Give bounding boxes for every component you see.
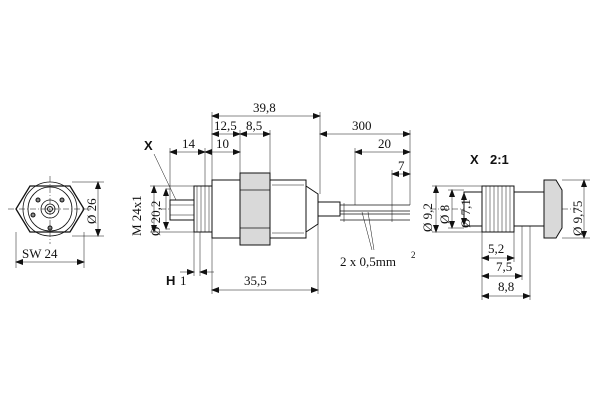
- detail-title-scale: 2:1: [490, 152, 509, 167]
- thread-section: [193, 185, 213, 233]
- side-view: 39,8 12,5 8,5 14 10 300 20 7 M 24x1 Ø 20…: [129, 100, 416, 294]
- detail-shoulder: [543, 179, 563, 239]
- dim-detail-dia-8: Ø 8: [437, 205, 452, 224]
- dim-detail-7-5: 7,5: [496, 259, 512, 274]
- dim-side-dia-20-2: Ø 20,2: [148, 201, 163, 236]
- detail-marker-x: X: [144, 138, 153, 153]
- dim-detail-8-8: 8,8: [498, 279, 514, 294]
- rear-cap: [305, 185, 319, 233]
- dim-side-m24x1: M 24x1: [129, 195, 144, 236]
- dim-front-dia-26: Ø 26: [84, 198, 99, 224]
- detail-view: X 2:1 Ø 9,2 Ø 8 Ø 7,1 Ø 9,75: [420, 152, 590, 300]
- plunger-tip: [169, 199, 195, 221]
- dim-detail-dia-9-2: Ø 9,2: [420, 203, 435, 232]
- wire-spec: 2 x 0,5mm: [340, 254, 396, 269]
- dim-detail-dia-9-75: Ø 9,75: [570, 201, 585, 236]
- dim-side-7: 7: [398, 158, 405, 173]
- dim-front-sw-24: SW 24: [22, 246, 58, 261]
- dim-side-35-5: 35,5: [244, 273, 267, 288]
- label-h: H: [166, 273, 175, 288]
- dim-side-12-5: 12,5: [214, 118, 237, 133]
- dim-side-39-8: 39,8: [253, 100, 276, 115]
- hex-nut: [239, 172, 271, 246]
- dim-detail-dia-7-1: Ø 7,1: [458, 199, 473, 228]
- solenoid-body: [269, 179, 307, 239]
- wire-spec-superscript: 2: [411, 250, 416, 260]
- dim-side-300: 300: [352, 118, 372, 133]
- dim-side-10: 10: [216, 136, 229, 151]
- dim-side-h-1: 1: [180, 273, 187, 288]
- dim-side-20: 20: [378, 136, 391, 151]
- dim-side-14: 14: [182, 136, 196, 151]
- collar: [211, 179, 241, 239]
- dim-detail-5-2: 5,2: [488, 241, 504, 256]
- front-view: Ø 26 SW 24: [8, 176, 104, 268]
- dim-side-8-5: 8,5: [246, 118, 262, 133]
- detail-title-x: X: [470, 152, 479, 167]
